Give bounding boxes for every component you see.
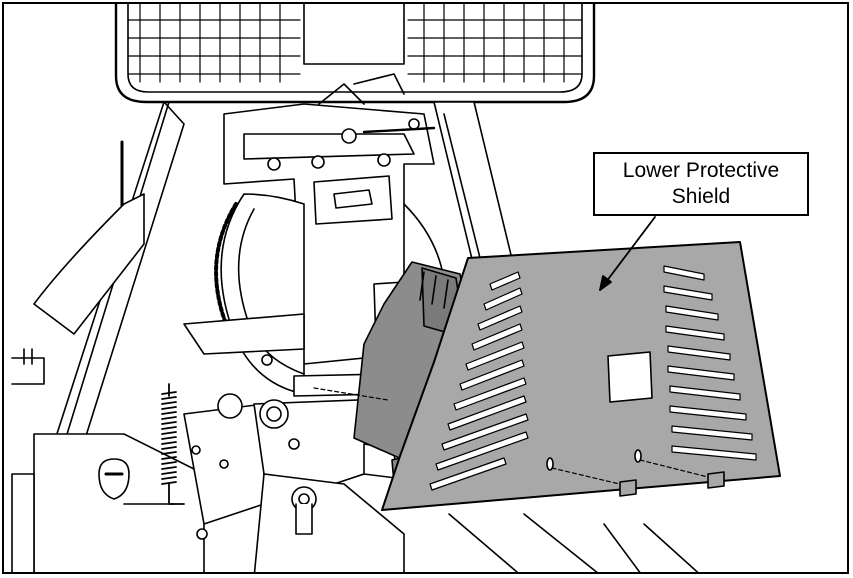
callout-label-box: Lower Protective Shield: [593, 152, 809, 216]
coil-spring: [161, 383, 185, 505]
callout-label-line1: Lower Protective: [622, 159, 780, 182]
grille-guard: [114, 4, 596, 104]
callout-arrow: [599, 216, 656, 291]
callout-label-line2: Shield: [671, 185, 731, 208]
protective-shield: [313, 241, 781, 511]
equipment-drawing: [11, 4, 781, 572]
